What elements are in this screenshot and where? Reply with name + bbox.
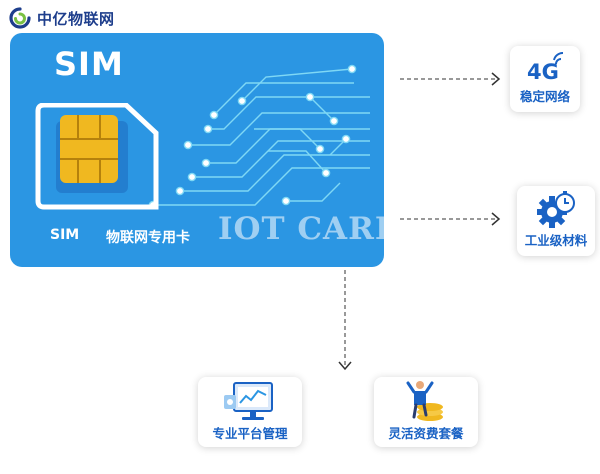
person-coins-icon — [406, 381, 443, 421]
feature-network-card: 4G 稳定网络 — [510, 46, 580, 112]
card-title: SIM — [54, 45, 124, 83]
feature-plan-card: 灵活资费套餐 — [374, 377, 478, 447]
arrow-to-network — [400, 72, 501, 86]
feature-platform-label: 专业平台管理 — [212, 426, 288, 441]
4g-badge-text: 4G — [527, 60, 559, 84]
sim-card: SIM SIM 物联网专用卡 IOT CARD — [10, 33, 384, 267]
gear-stopwatch-icon — [537, 191, 575, 228]
sim-chip-icon — [35, 103, 159, 210]
monitor-dashboard-icon — [224, 382, 273, 420]
brand-logo: 中亿物联网 — [8, 6, 115, 30]
feature-plan-label: 灵活资费套餐 — [388, 426, 464, 441]
feature-network-label: 稳定网络 — [519, 89, 570, 104]
card-subtitle: 物联网专用卡 — [106, 230, 190, 246]
feature-platform-card: 专业平台管理 — [198, 377, 302, 447]
4g-signal-icon: 4G — [527, 52, 564, 84]
feature-material-card: 工业级材料 — [517, 186, 595, 256]
brand-swirl-icon — [9, 7, 31, 29]
brand-name: 中亿物联网 — [37, 9, 115, 28]
arrow-down — [338, 270, 352, 371]
iot-card-watermark: IOT CARD — [218, 211, 384, 247]
arrow-to-material — [400, 212, 501, 226]
card-sim-label: SIM — [50, 227, 80, 243]
feature-material-label: 工业级材料 — [524, 233, 588, 248]
